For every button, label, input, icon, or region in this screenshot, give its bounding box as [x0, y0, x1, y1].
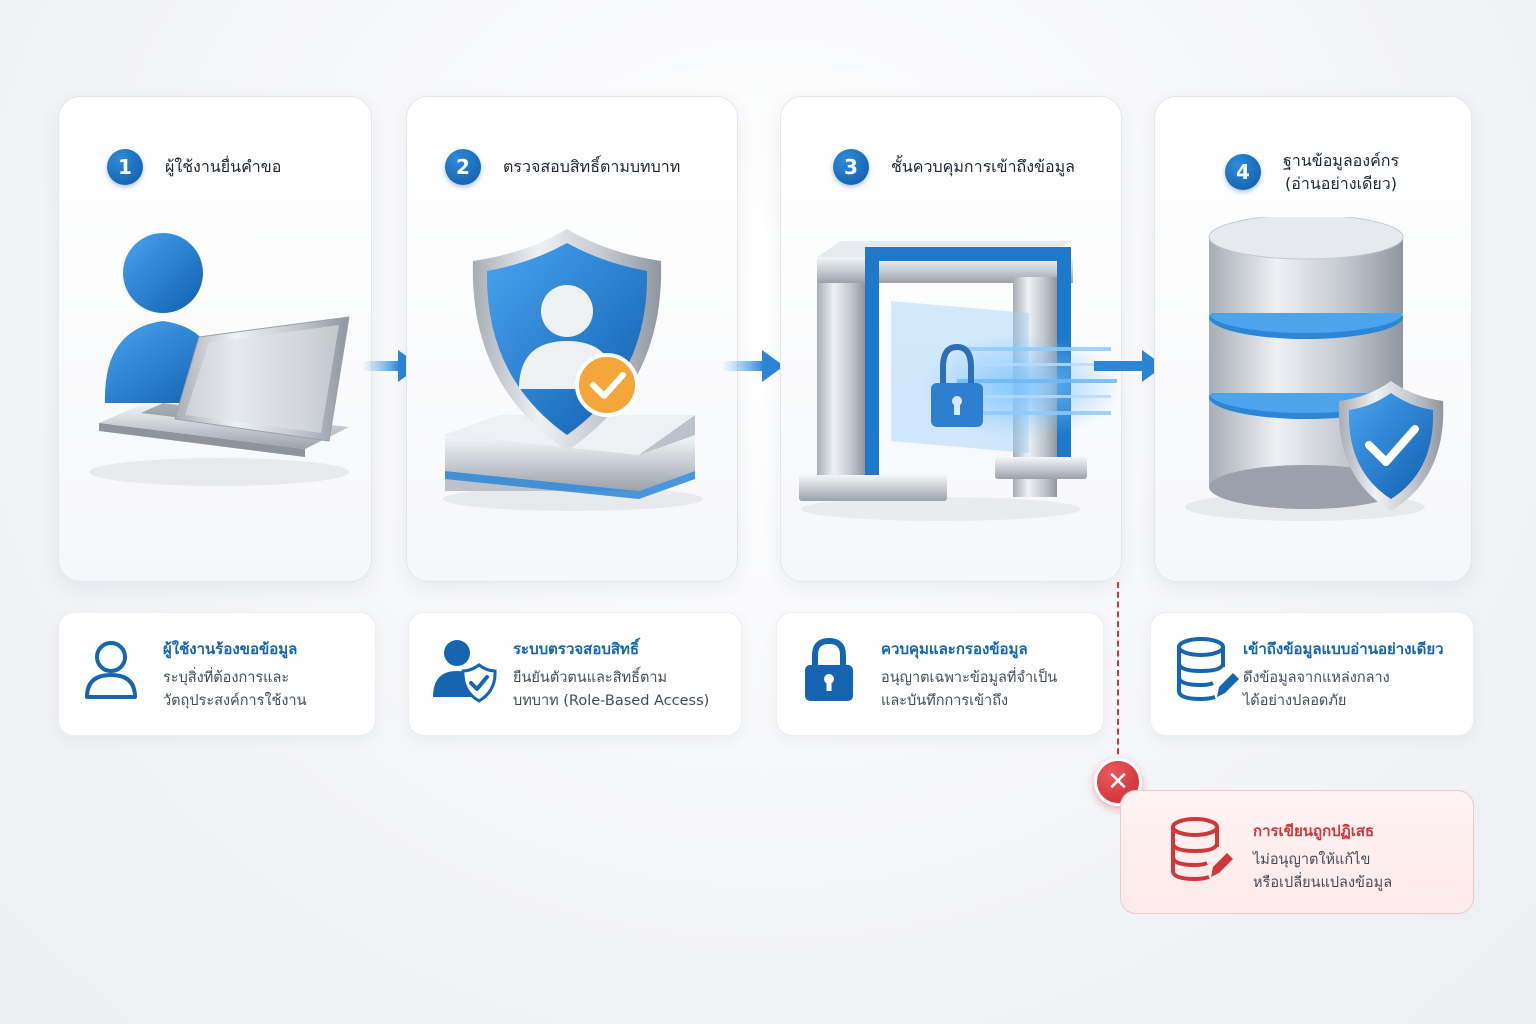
info-title: เข้าถึงข้อมูลแบบอ่านอย่างเดียว [1243, 640, 1444, 658]
user-outline-icon [85, 641, 137, 699]
info-title: ผู้ใช้งานร้องขอข้อมูล [163, 640, 298, 658]
info-text-denied: การเขียนถูกปฏิเสธ ไม่อนุญาตให้แก้ไข หรือ… [1253, 819, 1463, 895]
info-card-readonly: เข้าถึงข้อมูลแบบอ่านอย่างเดียว ดึงข้อมูล… [1150, 612, 1474, 736]
step-title-3: ชั้นควบคุมการเข้าถึงข้อมูล [891, 157, 1075, 177]
info-text-request: ผู้ใช้งานร้องขอข้อมูล ระบุสิ่งที่ต้องการ… [163, 637, 365, 713]
info-card-auth: ระบบตรวจสอบสิทธิ์ ยืนยันตัวตนและสิทธิ์ตา… [408, 612, 742, 736]
info-line: ได้อย่างปลอดภัย [1243, 693, 1347, 710]
step-title-4: ฐานข้อมูลองค์กร (อ่านอย่างเดียว) [1283, 151, 1400, 194]
info-text-readonly: เข้าถึงข้อมูลแบบอ่านอย่างเดียว ดึงข้อมูล… [1243, 637, 1463, 713]
step-number-3: 3 [833, 149, 869, 185]
flow-arrow-2-3 [722, 350, 784, 382]
info-line: ดึงข้อมูลจากแหล่งกลาง [1243, 670, 1390, 686]
stage-card-4: 4 ฐานข้อมูลองค์กร (อ่านอย่างเดียว) [1154, 96, 1472, 582]
info-title: การเขียนถูกปฏิเสธ [1253, 822, 1375, 840]
info-title: ควบคุมและกรองข้อมูล [881, 640, 1028, 658]
stage-card-3: 3 ชั้นควบคุมการเข้าถึงข้อมูล [780, 96, 1122, 582]
database-pencil-icon [1171, 817, 1233, 882]
stage-header-4: 4 ฐานข้อมูลองค์กร (อ่านอย่างเดียว) [1225, 149, 1459, 195]
step-title-1: ผู้ใช้งานยื่นคำขอ [165, 157, 282, 177]
database-shield-illustration [1185, 217, 1444, 521]
deny-dashed-connector [1117, 582, 1119, 764]
flow-arrow-3-4 [1094, 350, 1164, 382]
step-number-1: 1 [107, 149, 143, 185]
step-number-4: 4 [1225, 154, 1261, 191]
info-line: ยืนยันตัวตนและสิทธิ์ตาม [513, 670, 668, 686]
stage-header-2: 2 ตรวจสอบสิทธิ์ตามบทบาท [445, 149, 725, 185]
shield-user-check-illustration [443, 229, 703, 511]
stage-card-2: 2 ตรวจสอบสิทธิ์ตามบทบาท [406, 96, 738, 582]
database-pencil-icon [1177, 637, 1239, 702]
info-line: และบันทึกการเข้าถึง [881, 693, 1009, 710]
info-text-auth: ระบบตรวจสอบสิทธิ์ ยืนยันตัวตนและสิทธิ์ตา… [513, 637, 731, 713]
stage-header-1: 1 ผู้ใช้งานยื่นคำขอ [107, 149, 359, 185]
deny-card-write: การเขียนถูกปฏิเสธ ไม่อนุญาตให้แก้ไข หรือ… [1120, 790, 1474, 914]
info-title: ระบบตรวจสอบสิทธิ์ [513, 640, 640, 658]
info-line: ระบุสิ่งที่ต้องการและ [163, 670, 290, 686]
user-laptop-illustration [89, 233, 350, 486]
padlock-icon [805, 637, 853, 701]
access-gate-lock-illustration [799, 241, 1121, 521]
info-card-filter: ควบคุมและกรองข้อมูล อนุญาตเฉพาะข้อมูลที่… [776, 612, 1104, 736]
info-line: บทบาท (Role-Based Access) [513, 693, 710, 710]
info-line: หรือเปลี่ยนแปลงข้อมูล [1253, 875, 1393, 892]
info-line: อนุญาตเฉพาะข้อมูลที่จำเป็น [881, 670, 1058, 686]
stage-header-3: 3 ชั้นควบคุมการเข้าถึงข้อมูล [833, 149, 1109, 185]
info-card-request: ผู้ใช้งานร้องขอข้อมูล ระบุสิ่งที่ต้องการ… [58, 612, 376, 736]
user-shield-check-icon [433, 640, 497, 703]
step-number-2: 2 [445, 149, 481, 185]
info-line: วัตถุประสงค์การใช้งาน [163, 693, 307, 710]
stage-card-1: 1 ผู้ใช้งานยื่นคำขอ [58, 96, 372, 582]
info-line: ไม่อนุญาตให้แก้ไข [1253, 852, 1371, 868]
step-title-2: ตรวจสอบสิทธิ์ตามบทบาท [503, 157, 681, 177]
info-text-filter: ควบคุมและกรองข้อมูล อนุญาตเฉพาะข้อมูลที่… [881, 637, 1093, 713]
